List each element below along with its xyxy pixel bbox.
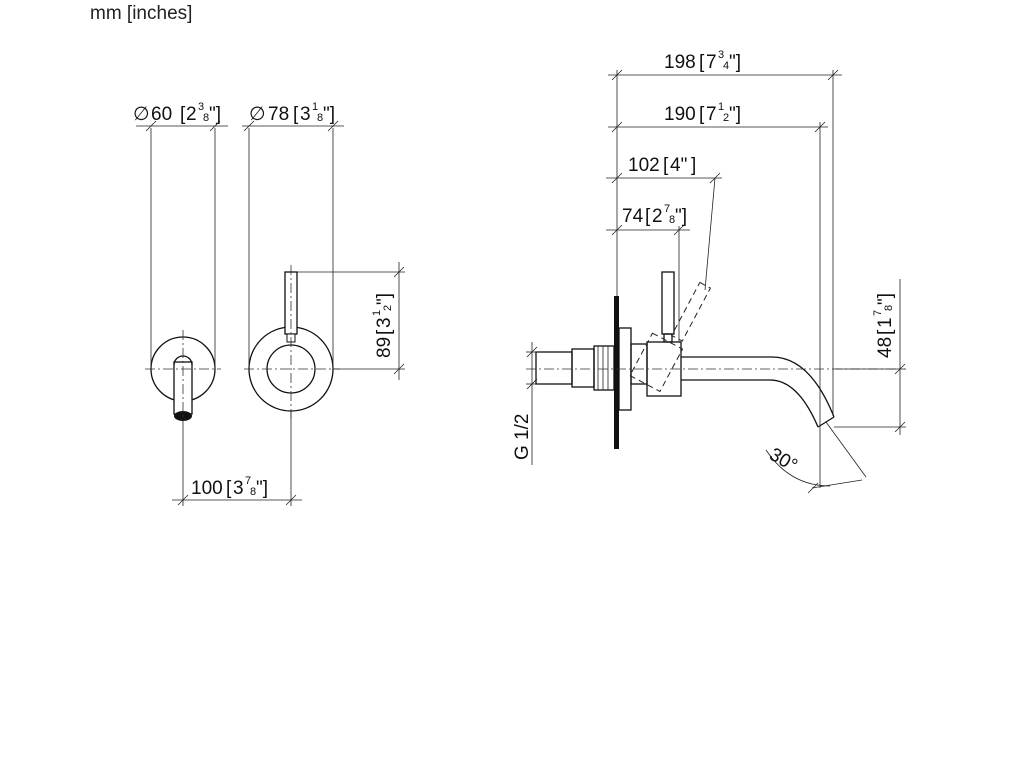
- svg-text:[: [: [180, 104, 186, 125]
- dim-label-102: 102 [ 4" ]: [628, 155, 696, 176]
- svg-text:7: 7: [664, 203, 670, 215]
- svg-text:[: [: [875, 329, 896, 335]
- svg-text:[: [: [663, 155, 669, 176]
- svg-text:"]: "]: [323, 104, 335, 125]
- svg-text:2: 2: [652, 206, 663, 227]
- svg-text:48: 48: [875, 337, 896, 358]
- svg-text:60: 60: [151, 104, 172, 125]
- svg-text:3: 3: [198, 101, 204, 113]
- dim-label-74: 74 [ 2 7 8 "]: [622, 203, 687, 227]
- svg-text:"]: "]: [729, 104, 741, 125]
- svg-text:8: 8: [883, 305, 895, 311]
- svg-text:100: 100: [191, 478, 223, 499]
- dim-label-190: 190 [ 7 1 2 "]: [664, 101, 741, 125]
- svg-text:3: 3: [233, 478, 244, 499]
- svg-text:8: 8: [250, 486, 256, 498]
- svg-text:190: 190: [664, 104, 696, 125]
- svg-text:198: 198: [664, 52, 696, 73]
- svg-text:"]: "]: [209, 104, 221, 125]
- svg-text:[: [: [645, 206, 651, 227]
- svg-text:8: 8: [317, 112, 323, 124]
- svg-text:1: 1: [875, 317, 896, 328]
- svg-text:2: 2: [186, 104, 197, 125]
- svg-text:7: 7: [706, 52, 717, 73]
- dim-label-thread: G 1/2: [512, 414, 533, 460]
- svg-text:[: [: [699, 104, 705, 125]
- svg-text:"]: "]: [875, 293, 896, 305]
- svg-text:"]: "]: [675, 206, 687, 227]
- front-view: [136, 120, 405, 506]
- spout-rosette: [145, 330, 221, 421]
- diameter-symbol: ∅: [249, 104, 266, 125]
- svg-text:4: 4: [723, 60, 729, 72]
- svg-text:74: 74: [622, 206, 644, 227]
- dim-label-198: 198 [ 7 3 4 "]: [664, 49, 741, 73]
- svg-text:"]: "]: [374, 293, 395, 305]
- dim-label-89: 89 [ 3 1 2 "]: [371, 293, 395, 358]
- svg-text:3: 3: [718, 49, 724, 61]
- svg-text:1: 1: [718, 101, 724, 113]
- svg-text:[: [: [226, 478, 232, 499]
- svg-text:4": 4": [670, 155, 687, 176]
- svg-text:7: 7: [872, 310, 884, 316]
- svg-text:3: 3: [374, 317, 395, 328]
- side-view: [526, 69, 906, 494]
- svg-text:7: 7: [706, 104, 717, 125]
- svg-text:"]: "]: [256, 478, 268, 499]
- mixer-rosette: [244, 265, 340, 420]
- spout: [681, 356, 835, 428]
- svg-text:]: ]: [691, 155, 696, 176]
- dim-label-100: 100 [ 3 7 8 "]: [191, 475, 268, 499]
- svg-text:[: [: [699, 52, 705, 73]
- svg-text:8: 8: [669, 214, 675, 226]
- svg-text:89: 89: [374, 337, 395, 358]
- svg-text:[: [: [293, 104, 299, 125]
- svg-text:3: 3: [300, 104, 311, 125]
- svg-text:78: 78: [268, 104, 289, 125]
- wall-plate: [614, 296, 619, 449]
- diameter-symbol: ∅: [133, 104, 150, 125]
- mixer-body: [629, 271, 712, 397]
- units-label: mm [inches]: [90, 3, 193, 24]
- dim-label-dia60: ∅ 60 [ 2 3 8 "]: [133, 101, 221, 125]
- svg-text:[: [: [374, 329, 395, 335]
- svg-text:2: 2: [382, 305, 394, 311]
- svg-text:2: 2: [723, 112, 729, 124]
- svg-text:1: 1: [371, 310, 383, 316]
- svg-text:G 1/2: G 1/2: [512, 414, 533, 460]
- svg-text:"]: "]: [729, 52, 741, 73]
- dim-label-48: 48 [ 1 7 8 "]: [872, 293, 896, 358]
- svg-text:30°: 30°: [766, 444, 801, 477]
- svg-text:1: 1: [312, 101, 318, 113]
- dim-label-angle: 30°: [766, 444, 801, 477]
- svg-text:7: 7: [245, 475, 251, 487]
- svg-text:8: 8: [203, 112, 209, 124]
- svg-text:102: 102: [628, 155, 660, 176]
- dim-label-dia78: ∅ 78 [ 3 1 8 "]: [249, 101, 335, 125]
